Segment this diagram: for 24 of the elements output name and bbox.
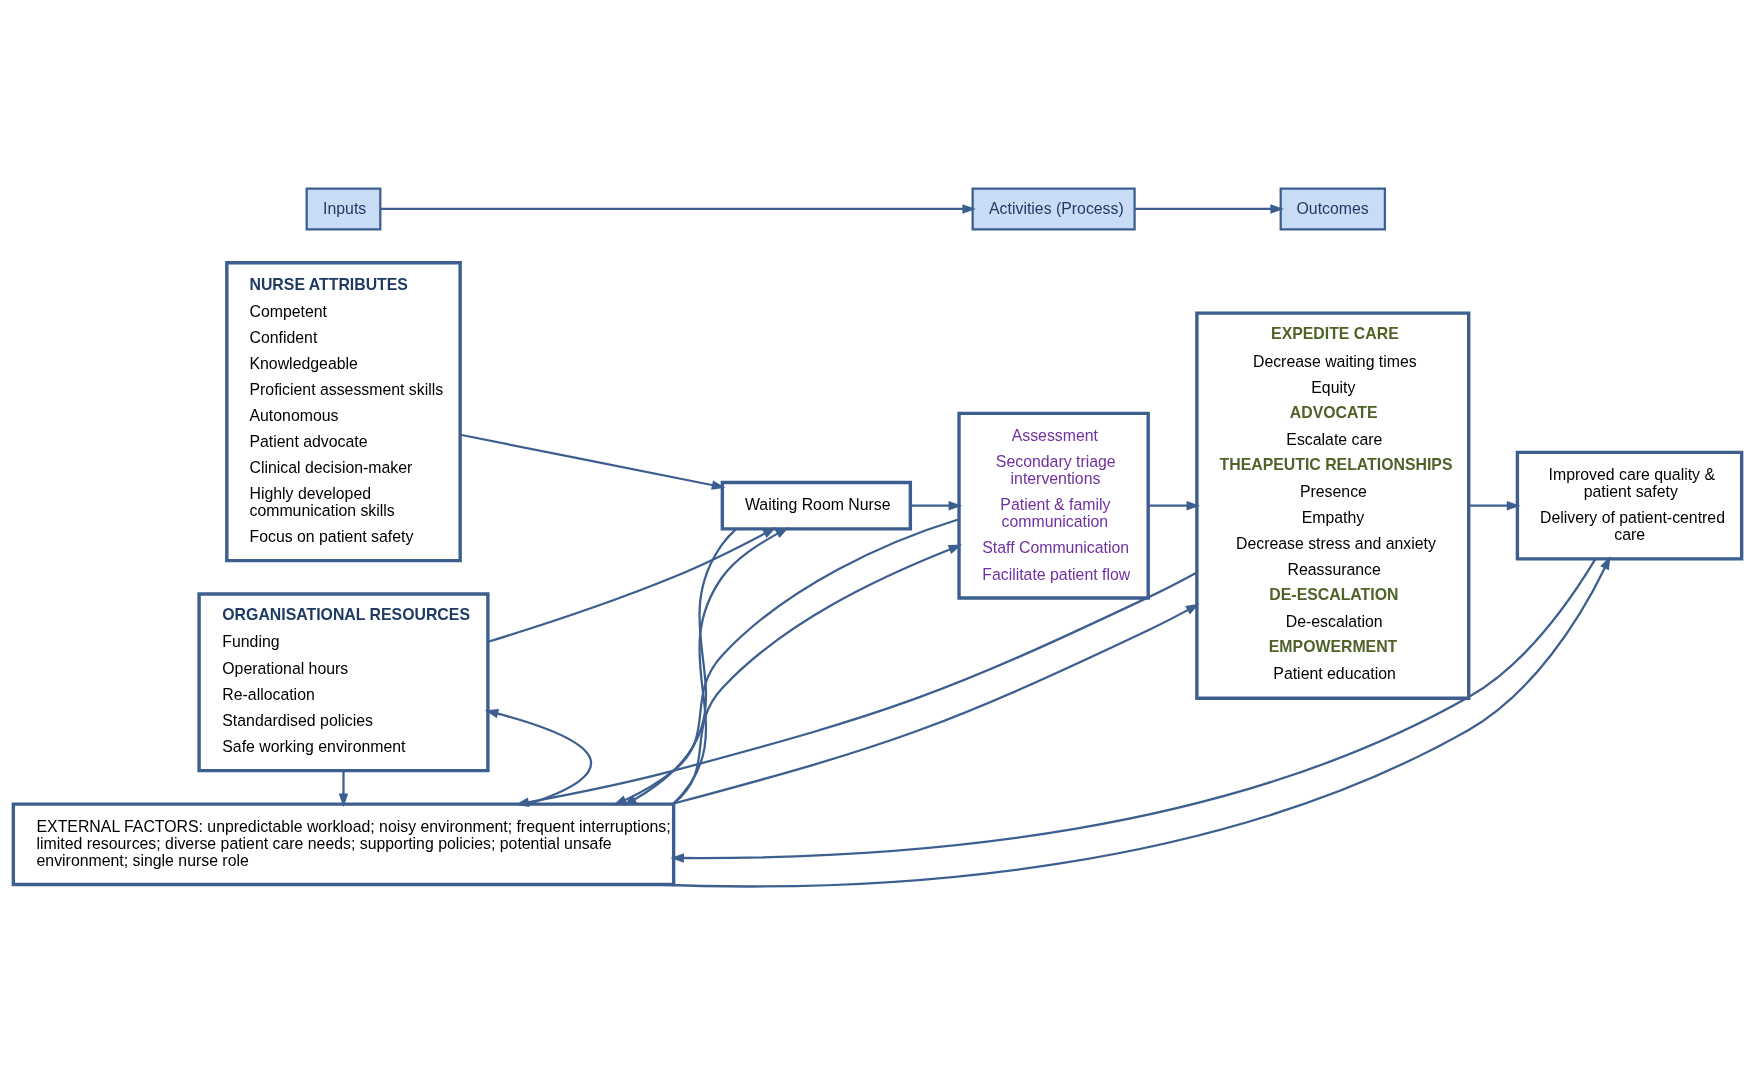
arrow bbox=[910, 500, 963, 511]
node-box: Improved care quality & patient safety Delivery of patient-centred care bbox=[1515, 450, 1744, 561]
node-box: NURSE ATTRIBUTES Competent Confident Knowledgeable Proficient assessment skills Autonomous Patient advocate Clinical decision-maker Highly developed communication skills Focus on patient safety bbox=[225, 261, 462, 563]
node-box: Waiting Room Nurse bbox=[720, 480, 913, 531]
arrow bbox=[380, 204, 977, 214]
arrow bbox=[623, 528, 737, 806]
arrow bbox=[1469, 500, 1521, 511]
arrow bbox=[1148, 500, 1201, 511]
arrow bbox=[1134, 204, 1284, 214]
node-box: Assessment Secondary triage interventions Patient & family communication Staff Communication Facilitate patient flow bbox=[957, 411, 1150, 600]
node-box: EXTERNAL FACTORS: unpredictable workload; noisy environment; frequent interruptions; limited resources; diverse patient care needs; supporting policies; potential unsafe environment; single nurse role bbox=[11, 802, 676, 887]
node-box: Activities (Process) bbox=[971, 187, 1136, 231]
arrow bbox=[612, 518, 960, 806]
node-box: Inputs bbox=[305, 187, 382, 231]
arrow bbox=[484, 709, 592, 806]
node-box: Outcomes bbox=[1279, 187, 1387, 231]
node-box: ORGANISATIONAL RESOURCES Funding Operational hours Re-allocation Standardised policies Safe working environment bbox=[197, 592, 490, 773]
arrow bbox=[515, 571, 1197, 807]
node-box: EXPEDITE CARE Decrease waiting times Equity ADVOCATE Escalate care THEAPEUTIC RELATIONSHIPS Presence Empathy Decrease stress and anxiety Reassurance DE-ESCALATION De-escalation EMPOWERMENT Patient education bbox=[1195, 311, 1471, 700]
arrow bbox=[460, 433, 726, 490]
arrow bbox=[671, 603, 1200, 806]
arrow bbox=[338, 771, 349, 808]
arrow bbox=[672, 544, 963, 805]
arrow bbox=[487, 527, 777, 643]
